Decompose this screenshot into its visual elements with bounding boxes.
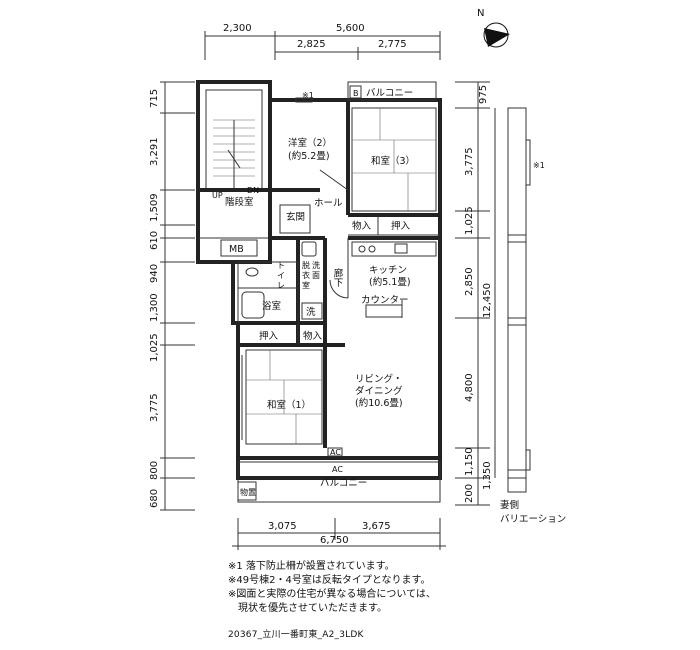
room-label-closet-d: 物入 — [303, 330, 323, 342]
room-label-closet-c: 押入 — [259, 330, 279, 342]
room-label-living-line1: リビング・ — [355, 373, 403, 385]
room-label-living: リビング・ ダイニング — [355, 373, 406, 397]
room-size-living: (約10.6畳) — [355, 397, 403, 409]
ac-label-2: AC — [332, 465, 343, 474]
dim-right-balcony: 1,350 — [482, 461, 493, 490]
dim-left-6: 1,300 — [149, 293, 160, 322]
room-label-hall: ホール — [314, 198, 343, 209]
dim-right-4: 2,850 — [464, 267, 475, 296]
dim-left-5: 940 — [149, 264, 160, 283]
ac-label-1: AC — [330, 448, 341, 457]
dim-bottom-total: 6,750 — [320, 535, 349, 546]
north-compass-icon: N — [477, 8, 510, 48]
room-label-japanese-3: 和室（3） — [371, 155, 415, 167]
room-label-corridor: 廊下 — [332, 267, 344, 288]
svg-text:イ: イ — [277, 271, 285, 280]
stair-up-label: UP — [212, 191, 223, 200]
dim-left-4: 610 — [149, 231, 160, 250]
compass-label: N — [477, 8, 484, 19]
dim-right-total: 12,450 — [482, 283, 493, 318]
dim-right-1: 975 — [478, 85, 489, 104]
washroom-label: 洗 面 脱 衣 室 — [302, 260, 320, 290]
plan-caption: 20367_立川一番町東_A2_3LDK — [228, 630, 364, 640]
svg-text:レ: レ — [277, 281, 285, 290]
dim-right-2: 3,775 — [464, 147, 475, 176]
dim-top-2: 5,600 — [336, 23, 365, 34]
room-label-entrance: 玄関 — [286, 211, 305, 223]
dim-left-1: 715 — [149, 89, 160, 108]
notes-block: ※1 落下防止柵が設置されています。 ※49号棟2・4号室は反転タイプとなります… — [228, 560, 436, 616]
note-marker-plan: ※1 — [302, 91, 314, 100]
dim-bottom-1: 3,075 — [268, 521, 297, 532]
top-dimension-lines — [204, 31, 441, 60]
note-line-1: ※1 落下防止柵が設置されています。 — [228, 561, 395, 572]
svg-text:衣: 衣 — [302, 270, 310, 280]
stair-down-label: DN — [247, 186, 259, 195]
toilet-label: ト イ レ — [277, 261, 285, 290]
dim-left-8: 3,775 — [149, 393, 160, 422]
svg-text:洗: 洗 — [312, 260, 320, 270]
note-line-3: ※図面と実際の住宅が異なる場合については、 — [228, 589, 436, 600]
stair-treads — [213, 119, 255, 190]
svg-text:脱: 脱 — [302, 260, 310, 270]
left-dimension-lines — [160, 81, 195, 511]
bottom-dimension-lines — [232, 518, 446, 550]
room-label-counter: カウンター — [361, 295, 409, 306]
room-label-bath: 浴室 — [262, 300, 281, 312]
room-size-kitchen: (約5.1畳) — [369, 276, 411, 288]
plan-walls — [196, 80, 442, 503]
note-line-4: 現状を優先させていただきます。 — [228, 603, 387, 614]
dim-bottom-2: 3,675 — [362, 521, 391, 532]
dim-top-3: 2,825 — [297, 39, 326, 50]
dim-top-1: 2,300 — [223, 23, 252, 34]
svg-text:ト: ト — [277, 261, 285, 270]
dim-left-9: 800 — [149, 461, 160, 480]
note-line-2: ※49号棟2・4号室は反転タイプとなります。 — [228, 575, 431, 586]
svg-text:室: 室 — [302, 280, 310, 290]
dim-top-4: 2,775 — [378, 39, 407, 50]
dim-right-3: 1,025 — [464, 206, 475, 235]
side-elevation-label-2: バリエーション — [500, 514, 566, 525]
room-label-japanese-1: 和室（1） — [267, 399, 311, 411]
right-dimension-lines — [455, 81, 496, 506]
room-label-storage: 物置 — [240, 487, 256, 497]
room-label-washer: 洗 — [306, 306, 316, 318]
room-label-balcony-bottom: バルコニー — [320, 478, 367, 489]
dim-right-5: 4,800 — [464, 373, 475, 402]
room-label-b-mark: B — [353, 89, 359, 98]
dim-left-2: 3,291 — [149, 137, 160, 166]
dim-left-3: 1,509 — [149, 193, 160, 222]
dim-left-7: 1,025 — [149, 333, 160, 362]
room-label-balcony-top: バルコニー — [366, 88, 413, 99]
dim-right-7: 200 — [464, 484, 475, 503]
dim-left-10: 680 — [149, 489, 160, 508]
side-elevation-label-1: 妻側 — [500, 499, 519, 511]
svg-text:面: 面 — [312, 271, 320, 280]
room-label-closet-a: 物入 — [352, 220, 372, 232]
room-label-closet-b: 押入 — [391, 220, 411, 232]
room-label-stairwell: 階段室 — [225, 196, 254, 208]
dim-right-6: 1,150 — [464, 447, 475, 476]
room-label-mb: MB — [229, 244, 244, 255]
room-label-kitchen: キッチン — [369, 265, 407, 276]
room-label-living-line2: ダイニング — [355, 385, 403, 397]
room-size-western: (約5.2畳) — [288, 150, 330, 162]
note-marker-side: ※1 — [533, 161, 545, 170]
side-elevation — [507, 107, 531, 493]
room-label-western: 洋室（2） — [288, 137, 332, 149]
